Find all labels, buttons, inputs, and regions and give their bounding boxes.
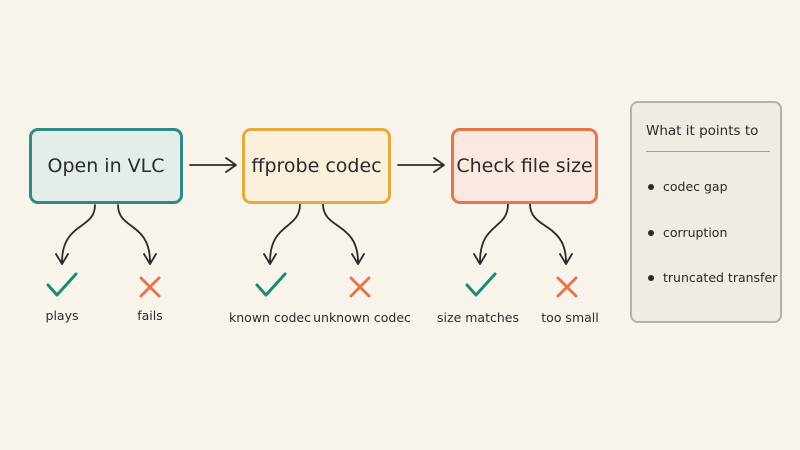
outcome-label-fail: fails bbox=[137, 308, 163, 323]
outcome-label-pass: known codec bbox=[229, 310, 311, 325]
check-icon bbox=[255, 272, 287, 297]
legend-item: codec gap bbox=[648, 179, 728, 194]
bullet-icon bbox=[648, 274, 654, 281]
bullet-icon bbox=[648, 229, 654, 236]
legend-item-label: truncated transfer bbox=[663, 270, 778, 285]
branch-step2-fail bbox=[322, 203, 365, 265]
step-box-check-file-size: Check file size bbox=[451, 128, 598, 204]
outcome-label-fail: too small bbox=[541, 310, 599, 325]
legend-item-label: codec gap bbox=[663, 179, 728, 194]
cross-icon bbox=[139, 276, 161, 298]
arrow-step2-to-step3 bbox=[397, 157, 445, 173]
check-icon bbox=[465, 272, 497, 297]
cross-icon bbox=[349, 276, 371, 298]
outcome-label-fail: unknown codec bbox=[313, 310, 411, 325]
branch-step1-pass bbox=[55, 204, 96, 265]
arrow-step1-to-step2 bbox=[189, 157, 237, 173]
legend-panel: What it points to codec gap corruption t… bbox=[630, 101, 782, 323]
legend-item-label: corruption bbox=[663, 225, 728, 240]
branch-step2-pass bbox=[263, 203, 301, 265]
cross-icon bbox=[556, 276, 578, 298]
branch-step3-fail bbox=[529, 203, 573, 265]
outcome-label-pass: plays bbox=[45, 308, 79, 323]
check-icon bbox=[46, 272, 78, 297]
branch-step3-pass bbox=[473, 203, 509, 265]
legend-divider bbox=[646, 151, 770, 152]
outcome-label-pass: size matches bbox=[437, 310, 519, 325]
bullet-icon bbox=[648, 183, 654, 190]
legend-title: What it points to bbox=[646, 123, 759, 139]
step-label: Check file size bbox=[456, 155, 593, 177]
step-box-ffprobe-codec: ffprobe codec bbox=[242, 128, 391, 204]
step-box-open-in-vlc: Open in VLC bbox=[29, 128, 183, 204]
legend-item: truncated transfer bbox=[648, 270, 777, 285]
step-label: Open in VLC bbox=[47, 155, 165, 177]
step-label: ffprobe codec bbox=[251, 155, 382, 177]
branch-step1-fail bbox=[117, 204, 157, 265]
legend-item: corruption bbox=[648, 225, 727, 240]
